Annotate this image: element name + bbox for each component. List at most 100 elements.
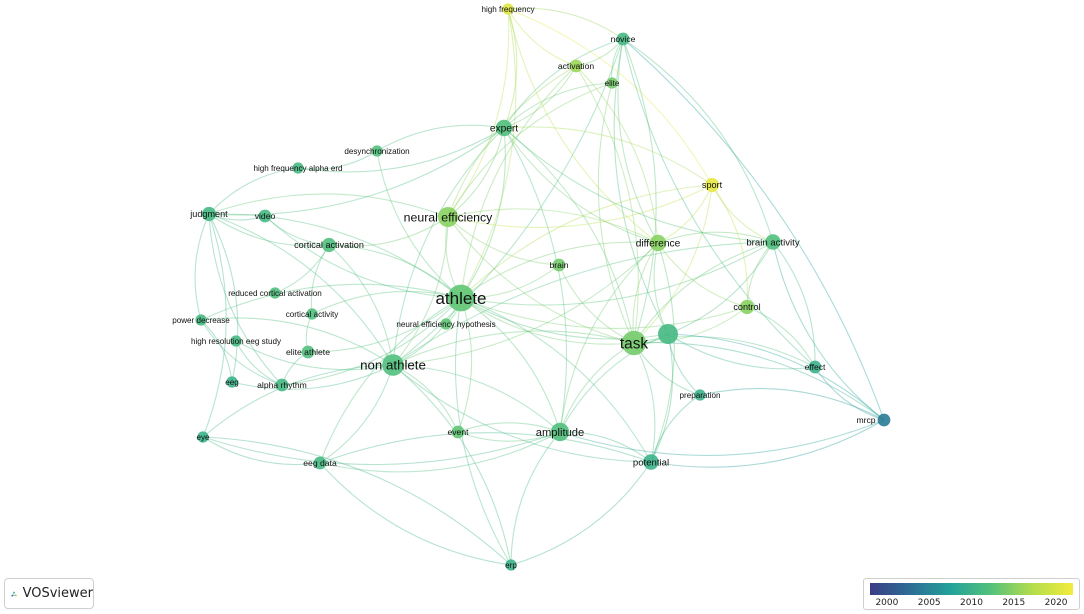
node-eeg[interactable]: [226, 376, 238, 388]
link-non-athlete-eeg-data: [319, 364, 394, 464]
node-label-cortical-activity[interactable]: cortical activity: [286, 310, 340, 319]
node-novice[interactable]: [616, 32, 630, 46]
node-non-athlete[interactable]: [382, 354, 404, 376]
link-non-athlete-high-resolution-eeg-study: [235, 340, 394, 371]
node-label-expert[interactable]: expert: [490, 124, 518, 135]
link-amplitude-event: [457, 422, 561, 433]
link-expert-sport: [503, 126, 713, 186]
node-alpha-rhythm[interactable]: [275, 378, 289, 392]
node-label-high-resolution-eeg-study[interactable]: high resolution eeg study: [191, 337, 282, 346]
link-desynchronization-high-frequency-alpha-erd: [297, 150, 378, 170]
link-athlete-activation: [460, 65, 577, 299]
link-athlete-power-decrease: [200, 283, 462, 321]
node-reduced-cortical-activation[interactable]: [269, 287, 281, 299]
node-label-non-athlete[interactable]: non athlete: [360, 358, 426, 373]
node-label-effect[interactable]: effect: [805, 362, 826, 372]
node-mrcp[interactable]: [877, 413, 891, 427]
node-control[interactable]: [739, 299, 755, 315]
node-neural-efficiency-hypothesis[interactable]: [440, 318, 452, 330]
node-label-alpha-rhythm[interactable]: alpha rhythm: [257, 380, 307, 390]
link-expert-judgment: [208, 127, 505, 216]
node-label-amplitude[interactable]: amplitude: [536, 427, 585, 439]
node-label-high-frequency-alpha-erd[interactable]: high frequency alpha erd: [253, 164, 342, 173]
node-high-resolution-eeg-study[interactable]: [230, 335, 242, 347]
node-difference[interactable]: [649, 234, 667, 252]
node-label-judgment[interactable]: judgment: [189, 209, 228, 219]
node-power-decrease[interactable]: [195, 314, 207, 326]
node-label-neural-efficiency-hypothesis[interactable]: neural efficiency hypothesis: [396, 320, 495, 329]
node-label-video[interactable]: video: [255, 211, 276, 221]
node-potential[interactable]: [643, 454, 659, 470]
node-label-control[interactable]: control: [733, 302, 760, 312]
node-video[interactable]: [258, 209, 272, 223]
node-label-potential[interactable]: potential: [633, 457, 669, 468]
node-sport[interactable]: [704, 177, 720, 193]
node-label-brain-activity[interactable]: brain activity: [746, 237, 800, 248]
link-non-athlete-potential: [392, 364, 652, 463]
node-brain-activity[interactable]: [765, 234, 781, 250]
app-name: VOSviewer: [22, 586, 93, 601]
link-task-control: [633, 306, 748, 344]
node-label-elite[interactable]: elite: [605, 79, 620, 88]
link-eye-amplitude: [202, 431, 561, 466]
link-mrcp-preparation: [699, 388, 885, 421]
node-neural-efficiency[interactable]: [438, 207, 458, 227]
node-judgment[interactable]: [201, 206, 217, 222]
node-label-elite-athlete[interactable]: elite athlete: [286, 347, 330, 357]
node-eye[interactable]: [197, 431, 209, 443]
link-cortical-activation-reduced-cortical-activation: [274, 244, 330, 294]
node-label-difference[interactable]: difference: [636, 239, 681, 250]
node-amplitude[interactable]: [550, 422, 570, 442]
node-high-frequency[interactable]: [502, 3, 514, 15]
node-athlete[interactable]: [447, 284, 475, 312]
link-brain-activity-sport: [711, 184, 774, 243]
link-expert-elite: [503, 82, 613, 129]
node-brain[interactable]: [552, 258, 566, 272]
node-label-activation[interactable]: activation: [558, 61, 595, 71]
link-athlete-elite-athlete: [307, 297, 462, 353]
link-judgment-power-decrease: [194, 213, 210, 321]
node-preparation[interactable]: [694, 389, 706, 401]
node-label-preparation[interactable]: preparation: [680, 391, 721, 400]
link-neural-efficiency-brain: [447, 216, 560, 266]
link-amplitude-erp: [510, 431, 561, 566]
node-label-eeg-data[interactable]: eeg data: [303, 458, 337, 468]
node-eeg-data[interactable]: [313, 456, 327, 470]
node-label-event[interactable]: event: [447, 427, 469, 437]
node-activation[interactable]: [569, 59, 583, 73]
node-label-athlete[interactable]: athlete: [435, 289, 486, 308]
node-erp[interactable]: [505, 559, 517, 571]
link-amplitude-eeg-data: [319, 431, 561, 473]
node-label-brain[interactable]: brain: [549, 260, 568, 270]
node-label-task[interactable]: task: [620, 335, 649, 352]
node-label-reduced-cortical-activation[interactable]: reduced cortical activation: [228, 289, 322, 298]
node-desynchronization[interactable]: [371, 145, 383, 157]
node-label-neural-efficiency[interactable]: neural efficiency: [404, 210, 493, 224]
link-control-sport: [711, 184, 748, 308]
node-cortical-activity[interactable]: [306, 308, 318, 320]
node-cortical-activation[interactable]: [321, 237, 337, 253]
node-label-cortical-activation[interactable]: cortical activation: [294, 240, 364, 250]
node-expert[interactable]: [495, 119, 513, 137]
link-expert-activation: [503, 65, 577, 129]
node-label-mrcp[interactable]: mrcp: [856, 415, 875, 425]
link-athlete-judgment: [208, 213, 462, 299]
node-label-eye[interactable]: eye: [196, 433, 210, 442]
node-task-hub[interactable]: [658, 324, 678, 344]
node-effect[interactable]: [808, 360, 822, 374]
link-expert-difference: [503, 127, 659, 244]
node-label-erp[interactable]: erp: [505, 561, 517, 570]
node-elite-athlete[interactable]: [301, 345, 315, 359]
link-athlete-expert: [460, 127, 506, 299]
node-event[interactable]: [451, 425, 465, 439]
node-label-high-frequency[interactable]: high frequency: [481, 5, 535, 14]
node-label-eeg[interactable]: eeg: [225, 378, 239, 387]
node-label-desynchronization[interactable]: desynchronization: [344, 147, 409, 156]
node-label-sport[interactable]: sport: [702, 180, 723, 190]
link-mrcp-effect: [814, 366, 885, 421]
node-high-frequency-alpha-erd[interactable]: [292, 162, 304, 174]
node-elite[interactable]: [606, 77, 618, 89]
node-task[interactable]: [621, 330, 647, 356]
node-label-novice[interactable]: novice: [611, 34, 636, 44]
node-label-power-decrease[interactable]: power decrease: [172, 316, 230, 325]
